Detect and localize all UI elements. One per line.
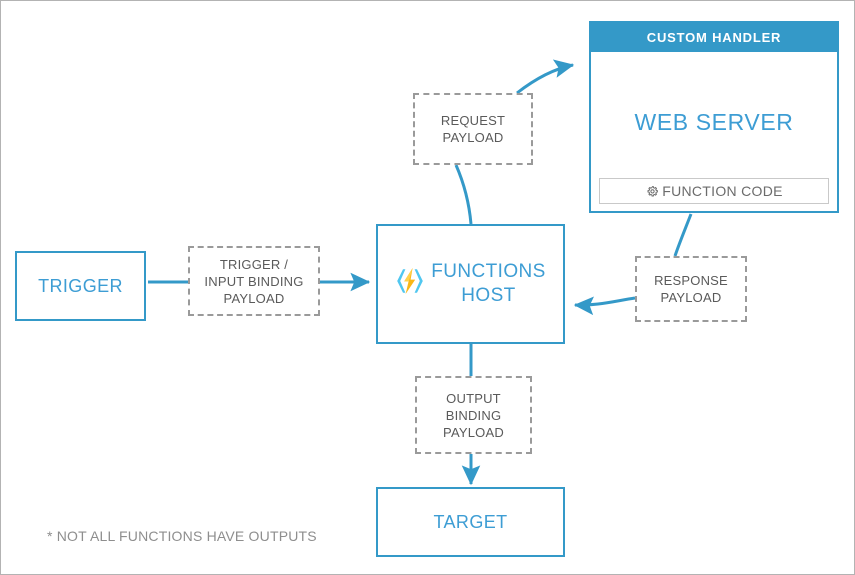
payload-line-1: RESPONSE xyxy=(654,273,728,288)
node-trigger[interactable]: TRIGGER xyxy=(15,251,146,321)
payload-line-2: BINDING xyxy=(445,407,502,423)
connector-request-payload-to-web-server xyxy=(516,59,575,95)
payload-line-1: REQUEST xyxy=(440,113,506,128)
custom-handler-body: WEB SERVER FUNCTION CODE xyxy=(591,52,837,211)
payload-request: REQUEST PAYLOAD xyxy=(413,93,533,165)
payload-line-2: PAYLOAD xyxy=(442,130,504,145)
payload-line-1: OUTPUT xyxy=(446,390,501,406)
custom-handler-header: CUSTOM HANDLER xyxy=(591,23,837,52)
trigger-label: TRIGGER xyxy=(38,275,123,296)
web-server-label: WEB SERVER xyxy=(634,109,794,135)
gear-icon xyxy=(645,184,660,199)
footnote-text: * NOT ALL FUNCTIONS HAVE OUTPUTS xyxy=(47,528,317,544)
function-code-label: FUNCTION CODE xyxy=(662,183,783,199)
payload-line-2: INPUT BINDING xyxy=(204,273,304,289)
payload-line-1: TRIGGER / xyxy=(219,256,289,272)
payload-output-binding: OUTPUT BINDING PAYLOAD xyxy=(415,376,532,454)
connector-web-server-to-response-payload xyxy=(673,213,693,257)
payload-line-3: PAYLOAD xyxy=(223,290,285,306)
functions-host-label-line-1: FUNCTIONS xyxy=(431,261,546,282)
azure-functions-logo-icon xyxy=(395,265,425,303)
connector-functions-host-to-request-payload xyxy=(454,164,473,225)
node-custom-handler[interactable]: CUSTOM HANDLER WEB SERVER FUNCTION CODE xyxy=(589,21,839,213)
functions-host-label: FUNCTIONS HOST xyxy=(431,260,545,308)
functions-host-label-line-2: HOST xyxy=(461,285,516,306)
payload-trigger-input-binding: TRIGGER / INPUT BINDING PAYLOAD xyxy=(188,246,320,316)
payload-response: RESPONSE PAYLOAD xyxy=(635,256,747,322)
payload-line-2: PAYLOAD xyxy=(660,290,722,305)
node-target[interactable]: TARGET xyxy=(376,487,565,557)
node-functions-host[interactable]: FUNCTIONS HOST xyxy=(376,224,565,344)
target-label: TARGET xyxy=(433,511,508,532)
function-code-button[interactable]: FUNCTION CODE xyxy=(599,178,829,204)
connector-response-payload-to-functions-host xyxy=(573,296,636,316)
payload-line-3: PAYLOAD xyxy=(443,424,504,440)
